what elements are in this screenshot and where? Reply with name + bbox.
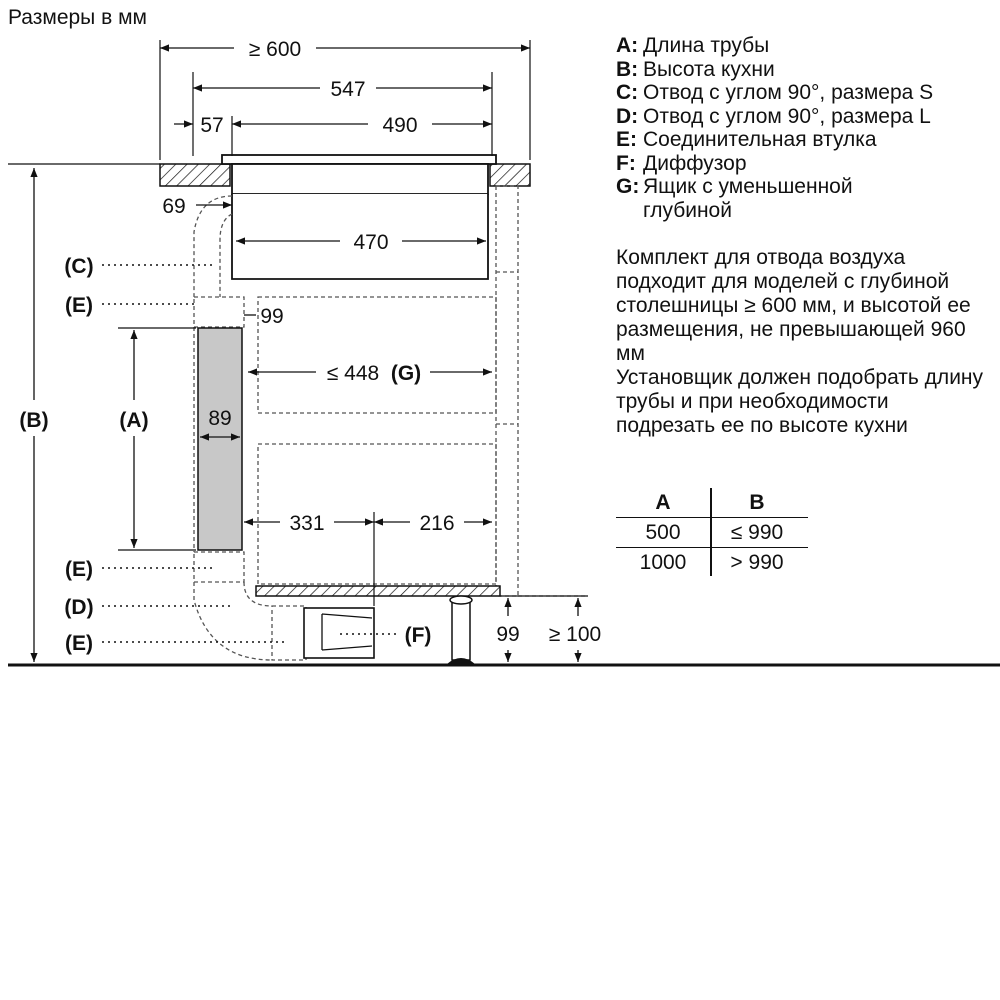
table-cell: 1000 xyxy=(639,550,687,574)
cabinet-leg xyxy=(447,595,475,664)
legend-text: Высота кухни xyxy=(643,57,775,81)
callout-e-2: (E) xyxy=(65,558,93,581)
plinth-shelf xyxy=(255,585,501,597)
legend-text: Соединительная втулка xyxy=(643,128,877,151)
callout-a: (A) xyxy=(119,409,148,432)
dim-89: 89 xyxy=(208,407,231,430)
dim-57: 57 xyxy=(200,114,223,137)
dim-331: 331 xyxy=(289,512,324,535)
note-paragraph-2: Установщик должен подобрать длину трубы … xyxy=(616,366,984,437)
legend-item: E: Соединительная втулка xyxy=(616,128,933,152)
callout-f: (F) xyxy=(405,624,432,647)
dim-448-tag: (G) xyxy=(391,362,421,385)
duct-pipe xyxy=(197,327,243,551)
dim-448: ≤ 448 xyxy=(327,362,379,385)
legend-key: B: xyxy=(616,57,639,81)
extension-lines xyxy=(8,40,588,606)
drawer-upper xyxy=(257,296,497,414)
callout-e-3: (E) xyxy=(65,632,93,655)
legend: A:Длина трубы B:Высота кухни C:Отвод с у… xyxy=(616,34,933,222)
dim-490: 490 xyxy=(382,114,417,137)
callout-c: (C) xyxy=(64,255,93,278)
table-header-a: A xyxy=(655,490,671,514)
dim-600: ≥ 600 xyxy=(249,38,301,61)
hob-glass xyxy=(221,154,497,165)
legend-key: C: xyxy=(616,81,639,104)
cabinet-outline xyxy=(495,185,588,597)
callout-d: (D) xyxy=(64,596,93,619)
legend-key: A: xyxy=(616,34,639,57)
dim-216: 216 xyxy=(419,512,454,535)
dim-99-base: 99 xyxy=(496,623,519,646)
dim-547: 547 xyxy=(330,78,365,101)
legend-key: F: xyxy=(616,151,636,175)
countertop-left xyxy=(159,163,231,187)
legend-text: Длина трубы xyxy=(643,34,770,57)
legend-item: F: Диффузор xyxy=(616,152,933,176)
length-table: A B 500 ≤ 990 1000 > 990 xyxy=(616,488,808,577)
legend-text: Диффузор xyxy=(643,151,747,175)
table-cell: 500 xyxy=(645,520,681,544)
legend-text: Отвод с углом 90°, размера L xyxy=(643,104,931,128)
legend-item: D:Отвод с углом 90°, размера L xyxy=(616,105,933,129)
units-label: Размеры в мм xyxy=(8,6,147,29)
legend-text: Отвод с углом 90°, размера S xyxy=(643,81,934,104)
table-row: 1000 > 990 xyxy=(616,548,808,577)
legend-item: A:Длина трубы xyxy=(616,34,933,58)
legend-item: G:Ящик с уменьшенной глубиной xyxy=(616,175,916,222)
dim-100: ≥ 100 xyxy=(549,623,601,646)
hob-body xyxy=(231,163,489,195)
countertop-right xyxy=(489,163,531,187)
table-header-b: B xyxy=(749,490,765,514)
duct-system xyxy=(193,195,307,661)
leader-lines xyxy=(102,264,398,643)
dim-99-duct: 99 xyxy=(260,305,283,328)
dim-470: 470 xyxy=(353,231,388,254)
dimension-lines xyxy=(30,44,582,662)
table-cell: > 990 xyxy=(730,550,784,574)
legend-key: E: xyxy=(616,128,637,151)
callout-b: (B) xyxy=(19,409,48,432)
hob-unit xyxy=(231,194,489,280)
callout-e-1: (E) xyxy=(65,294,93,317)
legend-text: Ящик с уменьшенной глубиной xyxy=(643,175,853,222)
legend-key: D: xyxy=(616,104,639,128)
table-row: 500 ≤ 990 xyxy=(616,518,808,548)
dim-69: 69 xyxy=(162,195,185,218)
diffuser xyxy=(303,607,375,659)
table-divider xyxy=(710,488,712,576)
note-paragraph-1: Комплект для отвода воздуха подходит для… xyxy=(616,246,971,365)
installation-note: Комплект для отвода воздуха подходит для… xyxy=(616,246,996,438)
legend-key: G: xyxy=(616,175,640,198)
legend-item: C:Отвод с углом 90°, размера S xyxy=(616,81,933,105)
legend-item: B:Высота кухни xyxy=(616,58,933,82)
table-cell: ≤ 990 xyxy=(730,520,784,544)
table-header-row: A B xyxy=(616,488,808,518)
drawer-lower xyxy=(257,443,497,585)
